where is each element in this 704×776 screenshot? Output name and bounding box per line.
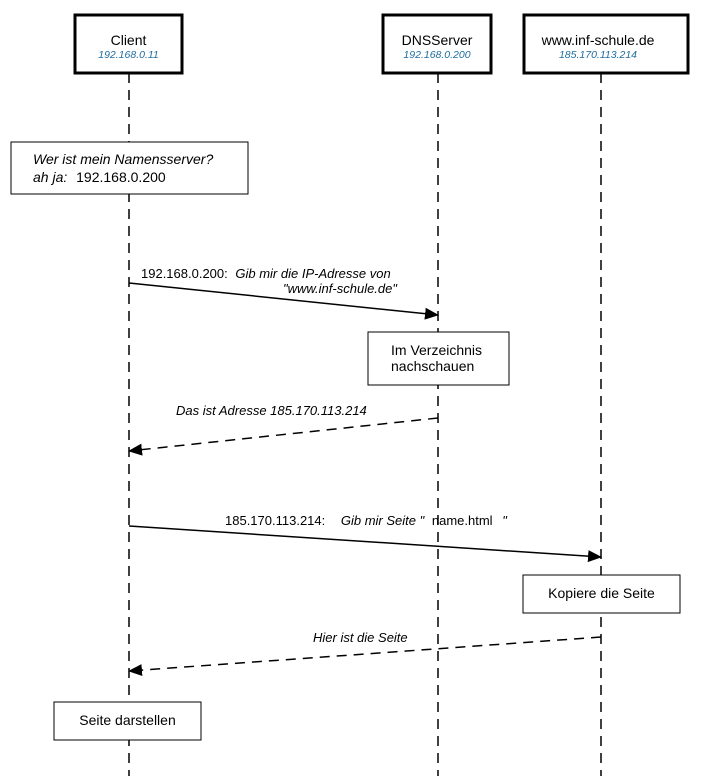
note-dns-lookup: Im Verzeichnis nachschauen [367, 331, 510, 386]
message-dns-request-text: Gib mir die IP-Adresse von [235, 266, 390, 281]
message-dns-request-line1: 192.168.0.200: Gib mir die IP-Adresse vo… [141, 266, 391, 281]
note-dns-lookup-line2: nachschauen [391, 358, 474, 374]
message-page-request-italic: Gib mir Seite " [341, 513, 426, 528]
note-client-lookup-line2: ah ja: 192.168.0.200 [33, 169, 166, 185]
message-dns-request-prefix: 192.168.0.200: [141, 266, 228, 281]
note-copy-page: Kopiere die Seite [522, 574, 681, 614]
participant-dnsserver: DNSServer 192.168.0.200 [381, 13, 493, 75]
note-client-lookup-line1: Wer ist mein Namensserver? [33, 151, 213, 167]
note-dns-lookup-line1: Im Verzeichnis [391, 342, 482, 358]
note-render-page: Seite darstellen [53, 701, 202, 741]
message-page-request-suffix: " [502, 513, 508, 528]
participant-client: Client 192.168.0.11 [73, 13, 184, 75]
message-page-response-label: Hier ist die Seite [313, 630, 408, 645]
message-page-request-filename: name.html [432, 513, 493, 528]
note-client-lookup-line2-italic: ah ja: [33, 169, 67, 185]
message-page-request-label: 185.170.113.214: Gib mir Seite " name.ht… [225, 513, 508, 528]
participant-dnsserver-ip: 192.168.0.200 [403, 49, 470, 61]
message-dns-request: 192.168.0.200: Gib mir die IP-Adresse vo… [128, 266, 439, 320]
note-client-lookup: Wer ist mein Namensserver? ah ja: 192.16… [10, 141, 249, 195]
participant-client-name: Client [111, 32, 147, 48]
participant-webserver-ip: 185.170.113.214 [559, 49, 637, 61]
message-page-request-prefix: 185.170.113.214: [225, 513, 325, 528]
participant-webserver: www.inf-schule.de 185.170.113.214 [522, 13, 690, 75]
note-render-page-label: Seite darstellen [79, 712, 176, 728]
note-copy-page-label: Kopiere die Seite [548, 585, 655, 601]
participant-dnsserver-name: DNSServer [402, 32, 473, 48]
participant-client-ip: 192.168.0.11 [98, 49, 159, 61]
message-page-response: Hier ist die Seite [128, 630, 602, 677]
message-dns-request-line2: "www.inf-schule.de" [283, 281, 398, 296]
message-dns-response: Das ist Adresse 185.170.113.214 [128, 403, 439, 456]
message-dns-response-label: Das ist Adresse 185.170.113.214 [176, 403, 367, 418]
note-client-lookup-line2-plain: 192.168.0.200 [76, 169, 166, 185]
participant-webserver-name: www.inf-schule.de [541, 32, 655, 48]
message-page-request: 185.170.113.214: Gib mir Seite " name.ht… [128, 513, 602, 563]
